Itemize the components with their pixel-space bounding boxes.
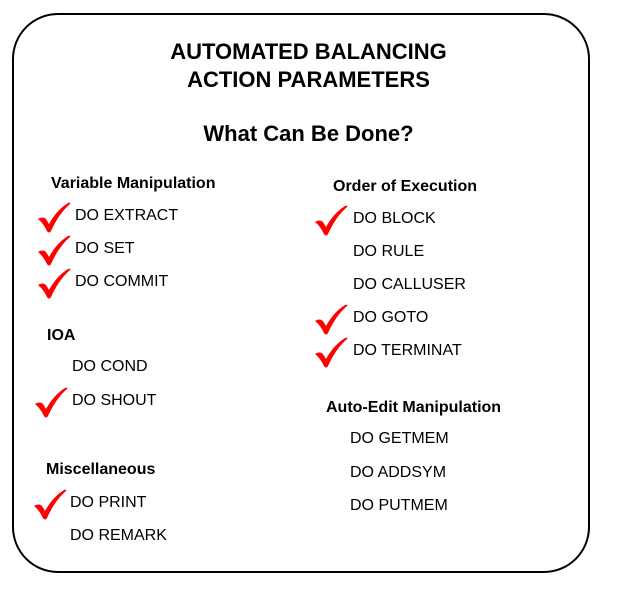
checkmark-icon (314, 337, 348, 369)
checkmark-icon (314, 304, 348, 336)
list-item-do-print: DO PRINT (70, 494, 147, 511)
list-item-do-goto: DO GOTO (353, 309, 429, 326)
rounded-panel (12, 13, 590, 573)
list-item-do-block: DO BLOCK (353, 210, 436, 227)
title-line-1: AUTOMATED BALANCING (170, 39, 447, 64)
checkmark-icon (37, 202, 71, 234)
checkmark-icon (37, 268, 71, 300)
title-line-2: ACTION PARAMETERS (187, 67, 430, 92)
list-item-do-cond: DO COND (72, 358, 148, 375)
list-item-do-shout: DO SHOUT (72, 392, 157, 409)
checkmark-icon (314, 205, 348, 237)
checkmark-icon (37, 235, 71, 267)
miscellaneous-heading: Miscellaneous (46, 461, 156, 478)
order-of-execution-heading: Order of Execution (333, 178, 478, 195)
list-item-do-calluser: DO CALLUSER (353, 276, 466, 293)
list-item-do-rule: DO RULE (353, 243, 425, 260)
list-item-do-putmem: DO PUTMEM (350, 497, 448, 514)
list-item-do-remark: DO REMARK (70, 527, 167, 544)
list-item-do-commit: DO COMMIT (75, 273, 169, 290)
list-item-do-addsym: DO ADDSYM (350, 464, 447, 481)
subtitle: What Can Be Done? (203, 121, 414, 146)
list-item-do-set: DO SET (75, 240, 135, 257)
list-item-do-getmem: DO GETMEM (350, 430, 449, 447)
list-item-do-extract: DO EXTRACT (75, 207, 179, 224)
ioa-heading: IOA (47, 327, 76, 344)
list-item-do-terminat: DO TERMINAT (353, 342, 462, 359)
auto-edit-manipulation-heading: Auto-Edit Manipulation (326, 399, 502, 416)
checkmark-icon (34, 387, 68, 419)
variable-manipulation-heading: Variable Manipulation (51, 175, 216, 192)
checkmark-icon (33, 489, 67, 521)
